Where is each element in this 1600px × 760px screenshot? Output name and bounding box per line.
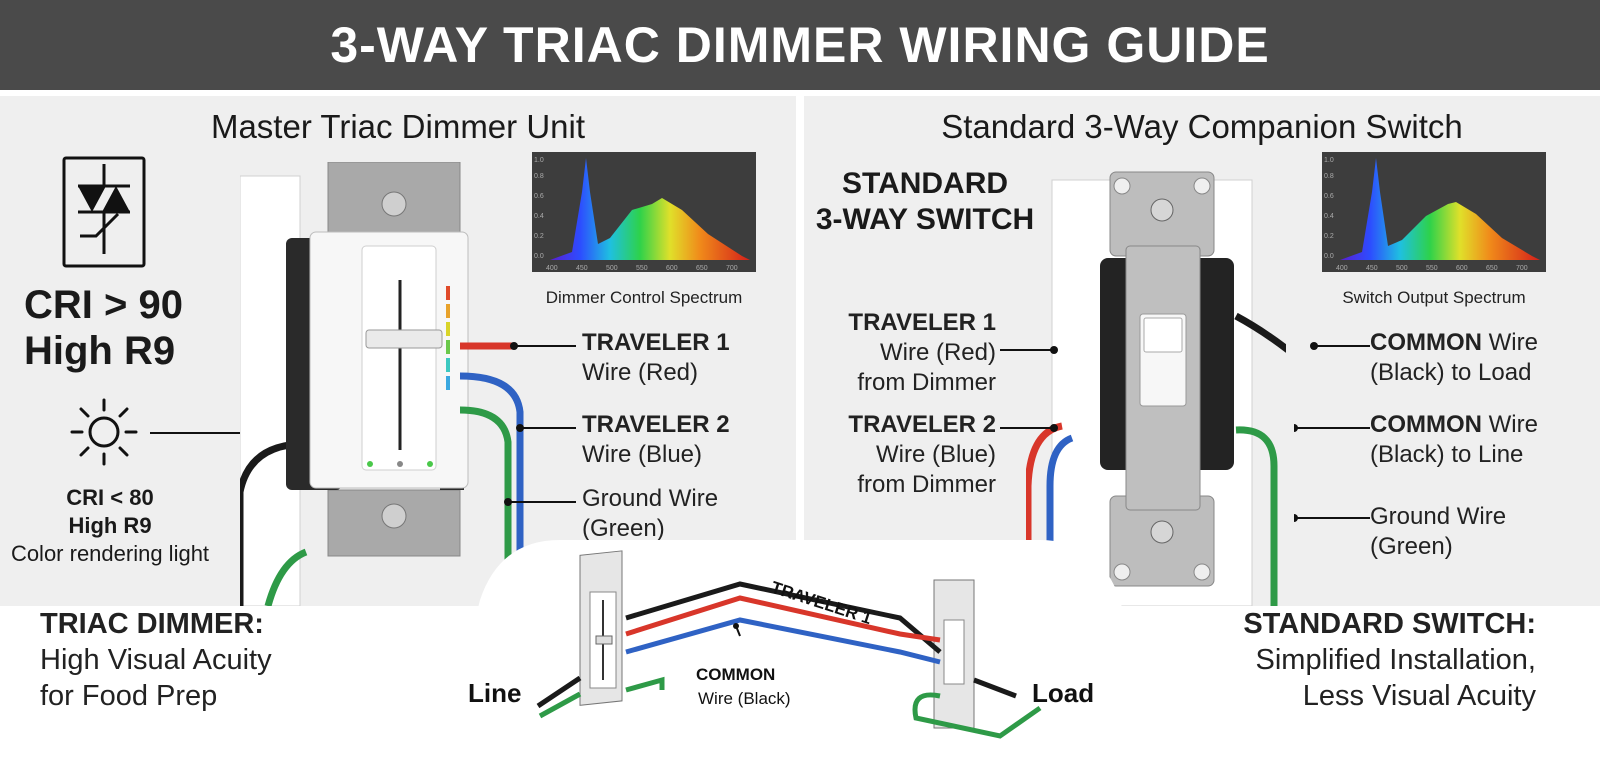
dimmer-spectrum-chart: 400 450 500 550 600 650 700 0.0 0.2 0.4 … <box>532 152 756 277</box>
svg-text:0.0: 0.0 <box>1324 253 1334 260</box>
svg-text:400: 400 <box>546 265 558 272</box>
triac-summary-title: TRIAC DIMMER: <box>40 608 264 640</box>
switch-traveler2-line2: from Dimmer <box>857 471 996 498</box>
cri-high-line2: High R9 <box>24 329 176 373</box>
traveler1-desc: Wire (Red) <box>582 359 699 386</box>
svg-text:500: 500 <box>606 265 618 272</box>
header-bar: 3-WAY TRIAC DIMMER WIRING GUIDE <box>0 0 1600 90</box>
svg-text:0.4: 0.4 <box>1324 213 1334 220</box>
svg-text:0.4: 0.4 <box>534 213 544 220</box>
center-line-label: Line <box>468 678 521 708</box>
center-load-label: Load <box>1032 678 1094 708</box>
switch-summary-title: STANDARD SWITCH: <box>1243 608 1536 640</box>
svg-text:1.0: 1.0 <box>534 157 544 164</box>
switch-label-line1: STANDARD <box>841 167 1009 200</box>
cri-low-line2: High R9 <box>68 513 152 538</box>
common-line-callout: COMMON Wire (Black) to Line <box>1370 410 1538 470</box>
right-panel: Standard 3-Way Companion Switch STANDARD… <box>804 96 1600 606</box>
triac-summary-line2: for Food Prep <box>40 680 218 712</box>
center-common-label: COMMON <box>696 665 775 684</box>
switch-label-line2: 3-WAY SWITCH <box>815 203 1035 236</box>
common-line-label: COMMON <box>1370 411 1482 438</box>
dimmer-spectrum-caption: Dimmer Control Spectrum <box>545 288 743 307</box>
dimmer-device-illustration <box>240 162 469 606</box>
svg-text:450: 450 <box>576 265 588 272</box>
switch-spectrum-caption: Switch Output Spectrum <box>1342 288 1526 307</box>
svg-text:1.0: 1.0 <box>1324 157 1334 164</box>
svg-text:600: 600 <box>666 265 678 272</box>
svg-text:650: 650 <box>696 265 708 272</box>
common-load-label: COMMON <box>1370 329 1482 356</box>
switch-traveler-leaders <box>1000 346 1058 432</box>
cri-high-line1: CRI > 90 <box>24 283 183 327</box>
switch-traveler2-label: TRAVELER 2 <box>848 411 996 438</box>
svg-text:0.8: 0.8 <box>534 173 544 180</box>
ground-left-line1: Ground Wire <box>582 485 719 512</box>
traveler2-label: TRAVELER 2 <box>582 411 730 438</box>
center-wiring-diagram: TRAVELER 1 COMMON Wire (Black) Line Load <box>440 540 1160 760</box>
svg-text:0.0: 0.0 <box>534 253 544 260</box>
svg-text:650: 650 <box>1486 265 1498 272</box>
switch-traveler1-line2: from Dimmer <box>857 369 996 396</box>
common-line-wire: Wire <box>1481 411 1538 438</box>
svg-text:550: 550 <box>636 265 648 272</box>
sun-leader-line <box>150 432 240 434</box>
triac-dimmer-summary: TRIAC DIMMER: High Visual Acuity for Foo… <box>40 606 272 714</box>
svg-text:700: 700 <box>1516 265 1528 272</box>
traveler2-desc: Wire (Blue) <box>582 441 703 468</box>
standard-switch-label: STANDARD 3-WAY SWITCH <box>804 166 1046 238</box>
cri-low-text: CRI < 80 High R9 Color rendering light <box>0 484 220 568</box>
sun-icon <box>68 396 140 473</box>
switch-summary-line1: Simplified Installation, <box>1255 644 1536 676</box>
svg-text:0.2: 0.2 <box>534 233 544 240</box>
svg-text:0.8: 0.8 <box>1324 173 1334 180</box>
svg-text:700: 700 <box>726 265 738 272</box>
common-load-wire: Wire <box>1481 329 1538 356</box>
ground-callout-right: Ground Wire (Green) <box>1370 502 1506 562</box>
cri-low-line1: CRI < 80 <box>66 485 154 510</box>
ground-left-line2: (Green) <box>582 515 665 542</box>
left-panel: Master Triac Dimmer Unit CRI > 90 High R… <box>0 96 796 622</box>
led-strip <box>446 286 450 390</box>
three-way-switch-illustration <box>1026 171 1286 606</box>
center-common-desc: Wire (Black) <box>698 689 791 708</box>
ground-callout-left: Ground Wire (Green) <box>582 484 718 544</box>
cri-low-line3: Color rendering light <box>10 541 210 566</box>
switch-traveler2-line1: Wire (Blue) <box>875 441 996 468</box>
common-load-callout: COMMON Wire (Black) to Load <box>1370 328 1538 388</box>
triac-symbol-icon <box>62 156 146 273</box>
switch-traveler1-callout: TRAVELER 1 Wire (Red) from Dimmer <box>844 308 996 398</box>
ground-right-line1: Ground Wire <box>1370 503 1507 530</box>
switch-common-leaders <box>1294 342 1370 522</box>
cri-high-text: CRI > 90 High R9 <box>24 282 183 374</box>
switch-spectrum-chart: 400 450 500 550 600 650 700 0.0 0.2 0.4 … <box>1322 152 1546 277</box>
common-load-line2: (Black) to Load <box>1370 359 1532 386</box>
svg-text:0.2: 0.2 <box>1324 233 1334 240</box>
traveler1-label: TRAVELER 1 <box>582 329 730 356</box>
switch-traveler2-callout: TRAVELER 2 Wire (Blue) from Dimmer <box>844 410 996 500</box>
traveler2-callout: TRAVELER 2 Wire (Blue) <box>582 410 730 470</box>
svg-text:600: 600 <box>1456 265 1468 272</box>
dimmer-wires <box>460 342 576 622</box>
triac-summary-line1: High Visual Acuity <box>40 644 272 676</box>
svg-text:450: 450 <box>1366 265 1378 272</box>
switch-traveler1-line1: Wire (Red) <box>879 339 996 366</box>
svg-text:500: 500 <box>1396 265 1408 272</box>
switch-traveler1-label: TRAVELER 1 <box>848 309 996 336</box>
traveler1-callout: TRAVELER 1 Wire (Red) <box>582 328 730 388</box>
svg-text:0.6: 0.6 <box>1324 193 1334 200</box>
svg-text:0.6: 0.6 <box>534 193 544 200</box>
left-panel-title: Master Triac Dimmer Unit <box>210 108 586 145</box>
page-title: 3-WAY TRIAC DIMMER WIRING GUIDE <box>330 17 1270 73</box>
ground-right-line2: (Green) <box>1370 533 1453 560</box>
common-line-line2: (Black) to Line <box>1370 441 1524 468</box>
svg-text:550: 550 <box>1426 265 1438 272</box>
right-panel-title: Standard 3-Way Companion Switch <box>941 108 1463 145</box>
standard-switch-summary: STANDARD SWITCH: Simplified Installation… <box>1180 606 1536 714</box>
svg-text:400: 400 <box>1336 265 1348 272</box>
switch-summary-line2: Less Visual Acuity <box>1302 680 1536 712</box>
